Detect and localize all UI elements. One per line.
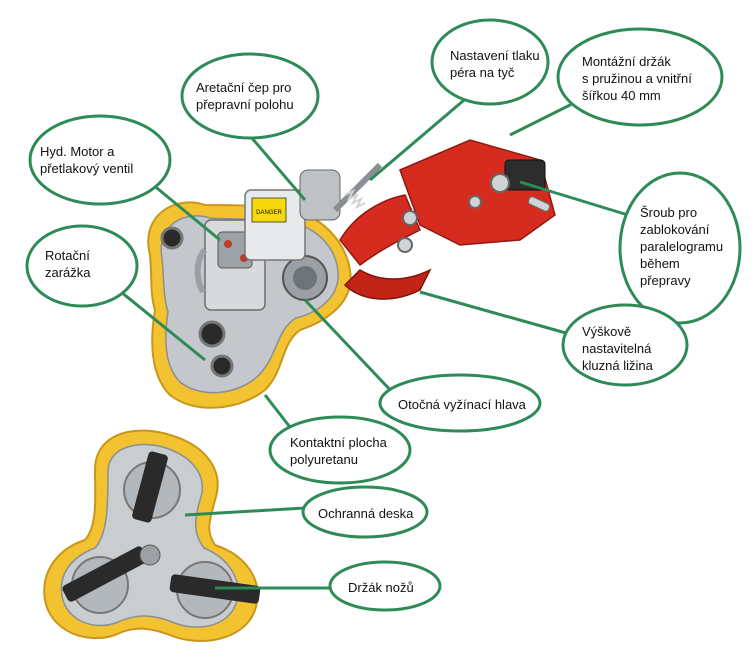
red-parallelogram-arm <box>339 194 421 267</box>
knife-holder-arm-1 <box>132 451 168 523</box>
warning-sticker-text: DANGER <box>256 210 282 216</box>
warning-sticker <box>251 197 287 223</box>
hydraulic-hose <box>194 247 208 294</box>
line-sroub <box>519 180 629 217</box>
valve-plug-1 <box>224 240 232 248</box>
bracket-bolt <box>490 173 510 193</box>
mounting-bracket <box>399 139 556 246</box>
knob-lower-right <box>210 354 234 378</box>
rotation-stop-knob <box>160 226 184 250</box>
callout-aretacni-cep <box>180 52 320 140</box>
callout-vyskove <box>561 303 689 387</box>
knife-holder-center <box>139 544 161 566</box>
callout-otocna-hlava <box>378 373 542 433</box>
machine-top-view: DANGER <box>147 139 556 409</box>
line-ochranna-deska <box>184 506 306 517</box>
callout-hyd-motor <box>28 114 172 206</box>
line-vyskove <box>419 290 574 337</box>
callout-ochranna-deska <box>301 485 429 539</box>
pressure-spring <box>332 162 383 213</box>
callout-drzak-nozu <box>328 560 442 612</box>
bracket-clamp <box>504 159 546 191</box>
height-adjustable-skid <box>343 268 432 300</box>
bracket-bolt-3 <box>402 210 418 226</box>
callout-kontaktni-plocha <box>268 415 412 485</box>
line-nastaveni-tlaku <box>369 93 471 182</box>
machine-bottom-view <box>43 429 261 642</box>
callout-nastaveni-tlaku <box>430 18 550 106</box>
knob-lower-left <box>198 320 226 348</box>
knife-holder-arm-2 <box>62 546 148 602</box>
line-montazni-drzak <box>509 98 581 137</box>
bracket-bolt-4 <box>397 237 413 253</box>
line-aretacni-cep <box>243 129 307 201</box>
rotating-head-hub <box>293 266 317 290</box>
callout-montazni-drzak <box>556 27 724 127</box>
locking-pin-bar <box>299 169 341 221</box>
bracket-bolt-2 <box>468 195 482 209</box>
callout-sroub <box>618 171 742 325</box>
lock-screw <box>527 196 551 212</box>
callout-ellipses <box>25 18 742 612</box>
callout-rotacni-zarazka <box>25 224 139 308</box>
line-otocna-hlava <box>303 298 397 397</box>
